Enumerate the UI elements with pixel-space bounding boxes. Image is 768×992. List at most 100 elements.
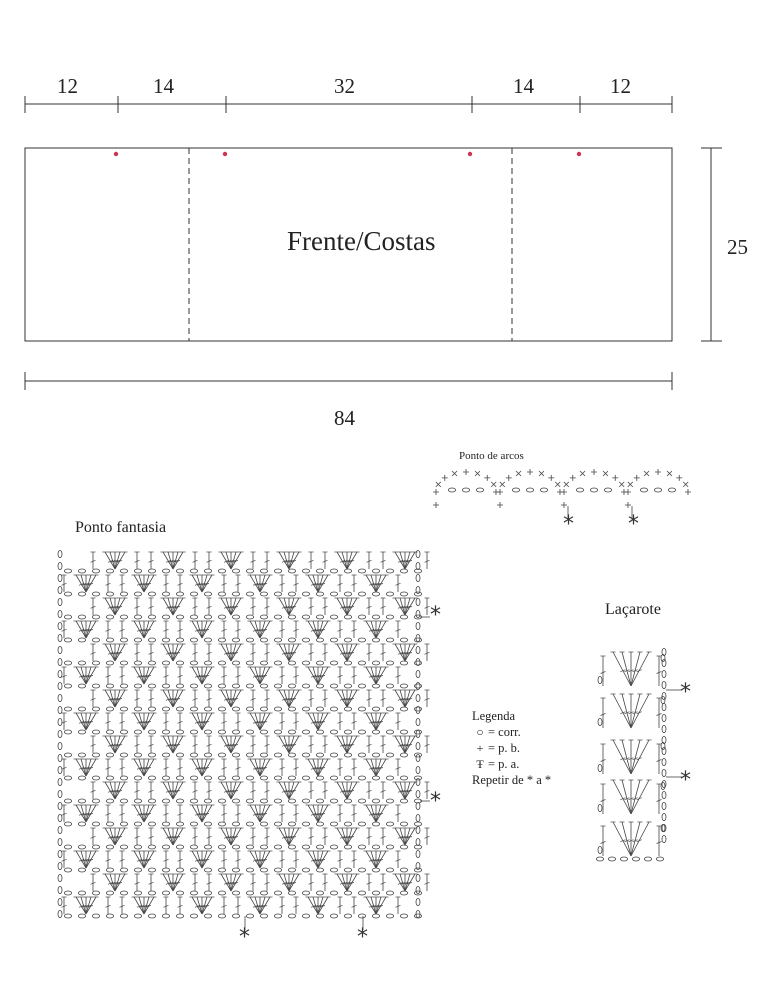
lacarote-stitch-chart: [596, 648, 682, 862]
chain-stitch: [273, 821, 282, 827]
chain-stitch: [120, 798, 129, 804]
chain-stitch: [597, 676, 603, 685]
chain-stitch: [120, 614, 129, 620]
double-crochet-stitch: [312, 574, 319, 593]
chain-stitch: [315, 614, 324, 620]
chain-stitch: [175, 752, 184, 758]
chain-stitch: [273, 729, 282, 735]
chain-stitch: [133, 775, 142, 781]
repeat-marker: *: [563, 512, 574, 537]
double-crochet-stitch: [254, 758, 261, 777]
chain-stitch: [371, 821, 380, 827]
chain-stitch: [78, 821, 87, 827]
double-crochet-stitch: [230, 597, 242, 616]
chain-stitch: [259, 614, 268, 620]
chain-stitch: [371, 637, 380, 643]
chain-stitch: [161, 821, 170, 827]
chain-stitch: [147, 637, 156, 643]
chain-stitch: [161, 844, 170, 850]
chain-stitch: [301, 683, 310, 689]
double-crochet-stitch: [288, 551, 295, 570]
chain-stitch: [259, 798, 268, 804]
chain-stitch: [161, 660, 170, 666]
chain-stitch: [597, 846, 603, 855]
panel-outline: [24, 147, 673, 342]
chain-stitch: [259, 844, 268, 850]
double-crochet-stitch: [365, 804, 377, 823]
chain-stitch: [415, 658, 421, 667]
chain-stitch: [415, 814, 421, 823]
double-crochet-stitch: [85, 758, 92, 777]
chain-stitch: [120, 591, 129, 597]
legend-row: Ŧ = p. a.: [472, 756, 551, 772]
chain-stitch: [329, 729, 338, 735]
double-crochet-stitch: [114, 597, 126, 616]
chain-stitch: [92, 637, 101, 643]
chain-stitch: [661, 725, 667, 734]
double-crochet-stitch: [172, 827, 184, 846]
double-crochet-stitch: [75, 712, 87, 731]
chain-stitch: [287, 614, 296, 620]
double-crochet-stitch: [278, 551, 290, 570]
chain-stitch: [301, 729, 310, 735]
double-crochet-stitch: [191, 620, 203, 639]
chain-stitch: [64, 660, 73, 666]
chain-stitch: [78, 798, 87, 804]
chain-stitch: [92, 706, 101, 712]
chain-stitch: [120, 683, 129, 689]
fantasia-stitch-chart: [57, 550, 430, 930]
double-crochet-stitch: [317, 758, 324, 777]
double-crochet-stitch: [114, 873, 121, 892]
single-crochet-stitch: [548, 474, 555, 481]
double-crochet-stitch: [375, 758, 382, 777]
double-crochet-stitch: [80, 712, 87, 731]
chain-stitch: [301, 890, 310, 896]
double-crochet-stitch: [143, 850, 150, 869]
chain-stitch: [301, 660, 310, 666]
double-crochet-stitch: [80, 620, 87, 639]
chain-stitch: [357, 683, 366, 689]
chain-stitch: [57, 622, 63, 631]
chain-stitch: [329, 821, 338, 827]
chain-stitch: [385, 844, 394, 850]
double-crochet-stitch: [404, 551, 411, 570]
double-crochet-stitch: [346, 643, 353, 662]
chain-stitch: [203, 890, 212, 896]
chain-stitch: [668, 487, 677, 493]
chain-stitch: [217, 729, 226, 735]
double-crochet-stitch: [104, 689, 116, 708]
chain-stitch: [259, 706, 268, 712]
double-crochet-stitch: [75, 620, 87, 639]
chain-stitch: [175, 890, 184, 896]
chain-stitch: [415, 550, 421, 559]
double-crochet-stitch: [404, 551, 416, 570]
double-crochet-stitch: [259, 712, 271, 731]
double-crochet-stitch: [225, 551, 232, 570]
chain-stitch: [217, 683, 226, 689]
chain-stitch: [92, 913, 101, 919]
chain-stitch: [540, 487, 549, 493]
chain-stitch: [415, 742, 421, 751]
chain-stitch: [343, 591, 352, 597]
chain-stitch: [231, 798, 240, 804]
double-crochet-stitch: [172, 873, 179, 892]
double-crochet-stitch: [191, 712, 203, 731]
chain-stitch: [245, 591, 254, 597]
slip-stitch: [474, 470, 481, 477]
chain-stitch: [203, 568, 212, 574]
double-crochet-stitch: [259, 620, 271, 639]
chain-stitch: [133, 867, 142, 873]
chain-stitch: [597, 764, 603, 773]
chain-stitch: [133, 568, 142, 574]
double-crochet-stitch: [114, 643, 126, 662]
chain-stitch: [273, 867, 282, 873]
legend-text: = p. a.: [488, 757, 520, 771]
double-crochet-stitch: [336, 551, 348, 570]
chain-stitch: [259, 821, 268, 827]
chain-stitch: [120, 821, 129, 827]
double-crochet-stitch: [612, 821, 632, 857]
chain-stitch: [315, 591, 324, 597]
chain-stitch: [329, 568, 338, 574]
chain-stitch: [259, 660, 268, 666]
double-crochet-stitch: [109, 597, 116, 616]
